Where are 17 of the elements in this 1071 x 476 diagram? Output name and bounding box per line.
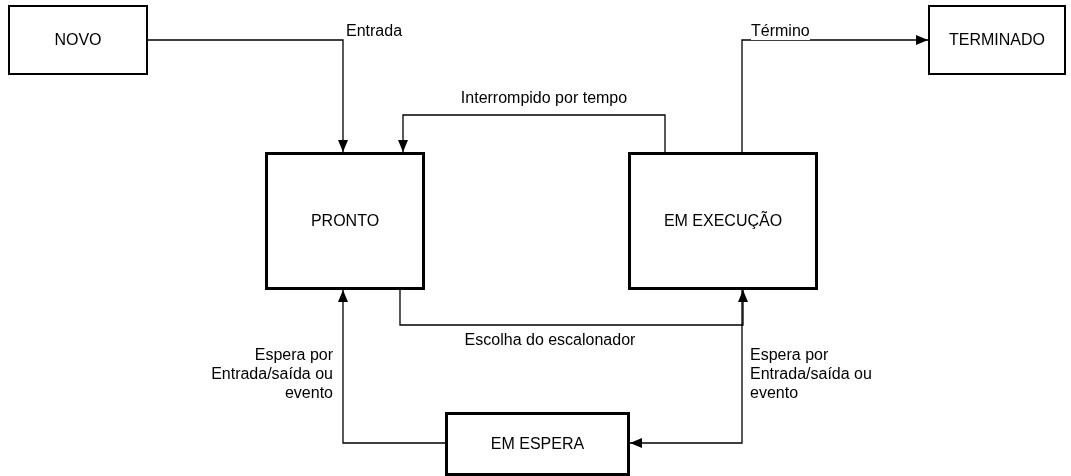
arrow [398,114,666,153]
state-box [8,5,148,75]
state-name: EM EXECUÇÃO [663,212,783,230]
arrow [741,35,929,153]
state-box [265,152,425,290]
state-name: PRONTO [310,212,380,230]
arrow [147,39,348,153]
edge-label: Término [751,21,810,40]
arrow [338,289,446,444]
state-name: NOVO [54,31,102,49]
state-name: TERMINADO [949,31,1045,49]
state-name: EM ESPERA [490,435,585,453]
arrow [399,289,748,326]
state-box [928,5,1066,75]
state-box [445,412,630,476]
state-box [628,152,818,290]
arrow [629,289,743,448]
